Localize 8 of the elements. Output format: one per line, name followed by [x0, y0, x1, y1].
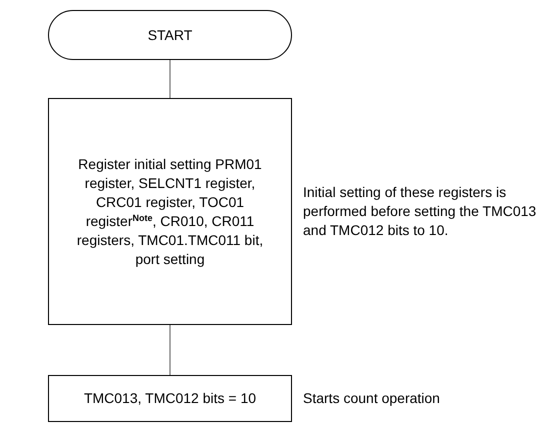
node-text: Register initial setting PRM01 register, SELCNT1 register, CRC01 register, TOC01 register$^{Note}$, CR010, CR011 registers, TMC01.TMC011 bit, port setting	[76, 154, 264, 268]
terminal-box	[48, 10, 292, 60]
node-text: TMC013, TMC012 bits = 10	[82, 389, 258, 408]
process-box	[48, 98, 292, 325]
process-box	[48, 375, 292, 422]
side-note: Initial setting of these registers is performed before setting the TMC013 and TMC012 bits to 10.	[303, 183, 538, 240]
side-note: Starts count operation	[303, 389, 441, 408]
node-text: START	[146, 26, 194, 44]
